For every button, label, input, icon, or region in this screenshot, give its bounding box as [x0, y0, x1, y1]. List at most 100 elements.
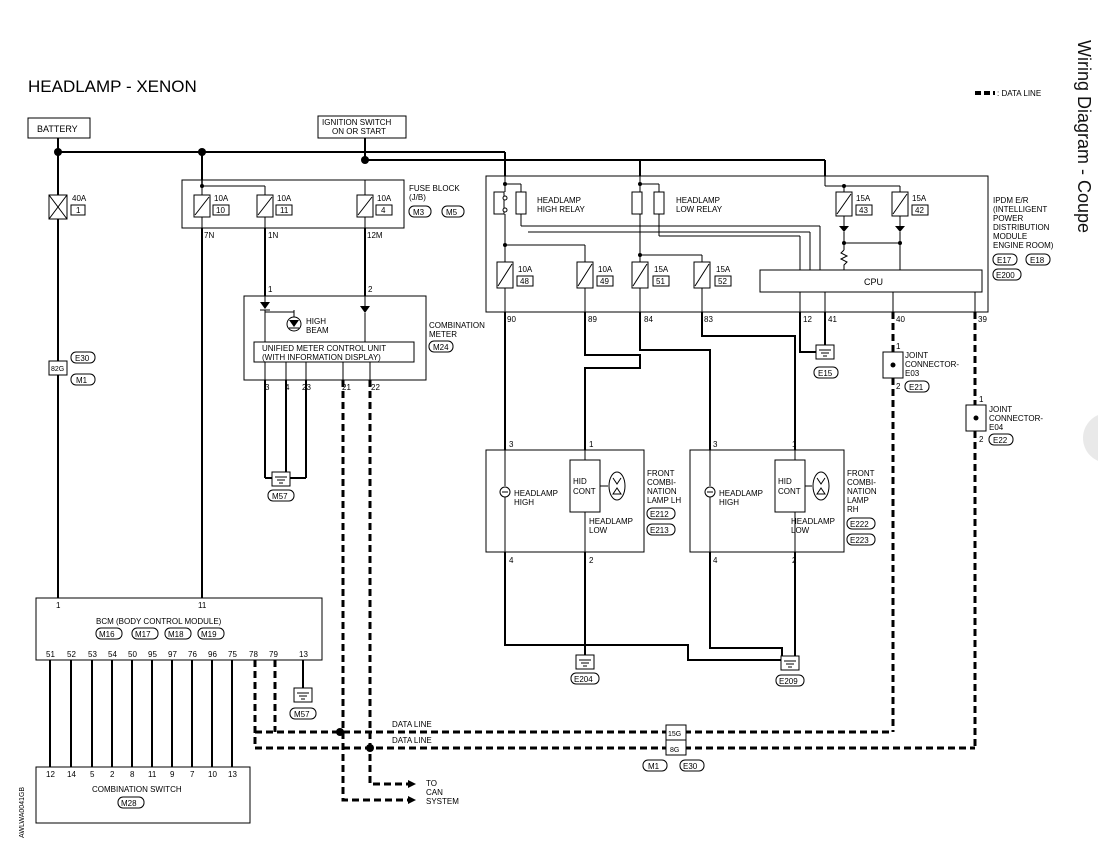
connector-label: E222 [850, 520, 869, 529]
fuse-block-label: FUSE BLOCK [409, 184, 460, 193]
fuse-amp: 10A [518, 265, 533, 274]
svg-text:12: 12 [803, 315, 812, 324]
fuse-num: 4 [381, 206, 386, 215]
hid-cont-label: CONT [778, 487, 801, 496]
ignition-switch: IGNITION SWITCH ON OR START [317, 115, 407, 139]
connector-label: M3 [413, 208, 425, 217]
comb-meter-label: METER [429, 330, 457, 339]
bcm-bottom-pins: 51 52 53 54 50 95 97 76 96 75 78 79 13 [46, 650, 308, 659]
ipdm-label: POWER [993, 214, 1023, 223]
connector-label: E212 [650, 510, 669, 519]
ipdm-label: DISTRIBUTION [993, 223, 1050, 232]
svg-text:3: 3 [509, 440, 514, 449]
svg-text:10: 10 [208, 770, 217, 779]
joint-connector-e04: 1 2 JOINT CONNECTOR- E04 E22 [965, 395, 1043, 446]
headlamp-high-label: HEADLAMP [719, 489, 763, 498]
fuse-num: 10 [216, 206, 225, 215]
svg-text:79: 79 [269, 650, 278, 659]
connector-label: E22 [993, 436, 1008, 445]
connector-label: M16 [99, 630, 115, 639]
to-can-label: TO [426, 779, 437, 788]
jc-e03-label: JOINT [905, 351, 928, 360]
lamp-rh-label: FRONT [847, 469, 875, 478]
svg-text:1: 1 [979, 395, 984, 404]
ground-e15: E15 [813, 344, 839, 379]
svg-text:89: 89 [588, 315, 597, 324]
to-can-label: SYSTEM [426, 797, 459, 806]
fuse-block-wires [201, 228, 366, 598]
lamp-lh-label: FRONT [647, 469, 675, 478]
bcm-label: BCM (BODY CONTROL MODULE) [96, 617, 222, 626]
fuse-num: 11 [280, 206, 289, 215]
ipdm-label: ENGINE ROOM) [993, 241, 1054, 250]
connector-label: M19 [201, 630, 217, 639]
connector-label: M5 [446, 208, 458, 217]
ignition-switch-label-1: IGNITION SWITCH [322, 118, 392, 127]
hid-cont-label: HID [573, 477, 587, 486]
combination-meter: 1 2 HIGH BEAM UNIFIED METER CONTROL UNIT… [243, 285, 427, 381]
svg-text:2: 2 [368, 285, 373, 294]
page-edge-tab[interactable] [1083, 413, 1098, 463]
connector-label: E30 [683, 762, 698, 771]
fuse-num: 42 [915, 206, 924, 215]
high-relay-label: HEADLAMP [537, 196, 581, 205]
fuse-amp: 15A [912, 194, 927, 203]
svg-text:5: 5 [90, 770, 95, 779]
fuse-block: 10A 10 10A 11 10A 4 [181, 179, 405, 229]
svg-text:50: 50 [128, 650, 137, 659]
jc-e03-label: CONNECTOR- [905, 360, 959, 369]
wire-code: 12M [367, 231, 383, 240]
fuse-num: 52 [718, 277, 727, 286]
ignition-switch-label-2: ON OR START [332, 127, 386, 136]
svg-text:1: 1 [268, 285, 273, 294]
fuse-num: 51 [656, 277, 665, 286]
to-can-label: CAN [426, 788, 443, 797]
svg-text:2: 2 [896, 382, 901, 391]
connector-label: E18 [1030, 256, 1045, 265]
fuse-amp: 10A [214, 194, 229, 203]
data-line-label: DATA LINE [392, 720, 432, 729]
svg-text:1: 1 [56, 601, 61, 610]
battery: BATTERY [27, 117, 91, 139]
svg-text:9: 9 [170, 770, 175, 779]
ground-label: E15 [818, 369, 833, 378]
junction-dot [198, 148, 206, 156]
fuse-num: 49 [600, 277, 609, 286]
svg-text:11: 11 [148, 770, 157, 779]
fuse-amp: 10A [377, 194, 392, 203]
svg-text:14: 14 [67, 770, 76, 779]
connector-label: E30 [75, 354, 90, 363]
jc-e04-label: JOINT [989, 405, 1012, 414]
svg-text:4: 4 [285, 383, 290, 392]
svg-text:1: 1 [589, 440, 594, 449]
headlamp-high-label: HIGH [719, 498, 739, 507]
headlamp-low-label: LOW [791, 526, 810, 535]
combination-switch: 12 14 5 2 8 11 9 7 10 13 COMBINATION SWI… [35, 766, 251, 824]
battery-label: BATTERY [37, 124, 78, 134]
connector-pin: 8G [670, 747, 679, 754]
svg-text:3: 3 [265, 383, 270, 392]
jc-e04-label: E04 [989, 423, 1004, 432]
low-relay-label: LOW RELAY [676, 205, 723, 214]
connector-pin: 82G [51, 366, 64, 373]
fuse-num: 43 [859, 206, 868, 215]
fuse-amp: 15A [654, 265, 669, 274]
fusible-link-40a: 40A 1 [48, 194, 87, 220]
side-title-text: Wiring Diagram - Coupe [1074, 40, 1094, 234]
ipdm-label: (INTELLIGENT [993, 205, 1047, 214]
svg-text:52: 52 [67, 650, 76, 659]
ground-m57-top: M57 [267, 471, 295, 502]
headlamp-low-label: HEADLAMP [589, 517, 633, 526]
svg-text:8: 8 [130, 770, 135, 779]
connector-label: M24 [433, 343, 449, 352]
legend: : DATA LINE [975, 89, 1041, 98]
front-combination-lamp-rh: 3 1 HEADLAMP HIGH HID CONT HEADLAMP LOW [689, 440, 845, 553]
svg-text:2: 2 [589, 556, 594, 565]
connector-pin: 15G [668, 731, 681, 738]
fuse-amp: 40A [72, 194, 87, 203]
high-beam-label: BEAM [306, 326, 329, 335]
lamp-rh-label: COMBI- [847, 478, 876, 487]
svg-text:76: 76 [188, 650, 197, 659]
fuse-amp: 10A [277, 194, 292, 203]
